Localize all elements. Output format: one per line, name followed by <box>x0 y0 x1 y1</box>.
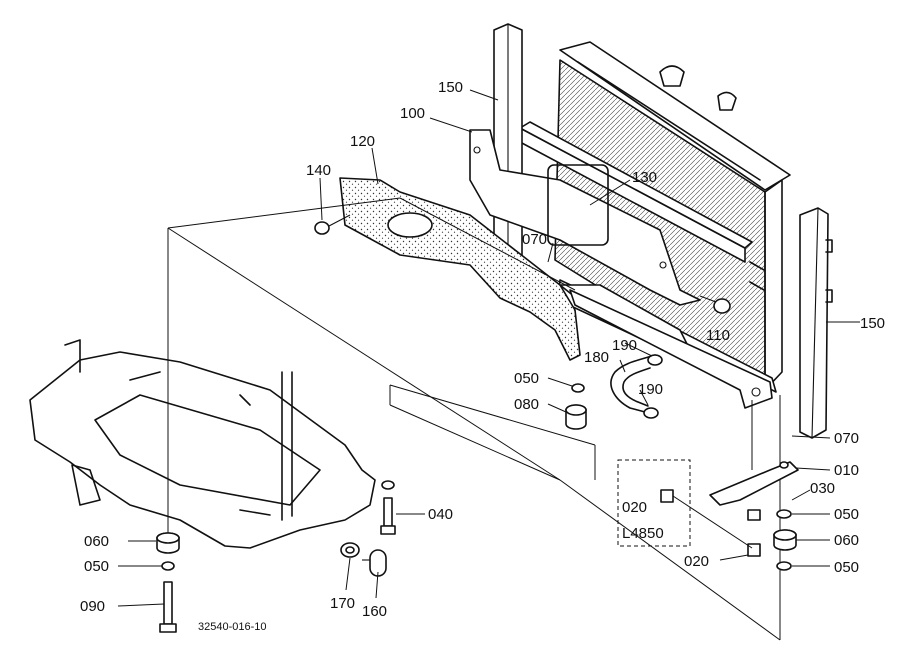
base-plate <box>29 339 376 549</box>
label-050-left: 050 <box>84 558 109 575</box>
label-020: 020 <box>684 553 709 570</box>
label-040: 040 <box>428 506 453 523</box>
cushion-080 <box>565 383 587 430</box>
label-130: 130 <box>632 169 657 186</box>
right-mount-stack <box>773 509 797 571</box>
lower-rail <box>569 289 773 409</box>
label-150-left: 150 <box>438 79 463 96</box>
overflow-hose <box>610 354 663 419</box>
label-140: 140 <box>306 162 331 179</box>
label-160: 160 <box>362 603 387 620</box>
label-050-right-upper: 050 <box>834 506 859 523</box>
rubber-strip-right <box>799 207 833 439</box>
label-180: 180 <box>584 349 609 366</box>
assembly-guides <box>167 197 781 641</box>
bolt-040 <box>380 480 396 535</box>
label-070-top: 070 <box>522 231 547 248</box>
label-060-left: 060 <box>84 533 109 550</box>
pin-160 <box>362 549 387 577</box>
label-120: 120 <box>350 133 375 150</box>
bracket-010 <box>709 461 799 521</box>
label-190-upper: 190 <box>612 337 637 354</box>
label-010: 010 <box>834 462 859 479</box>
label-050-right-lower: 050 <box>834 559 859 576</box>
part-labels: 150 100 120 140 130 070 110 150 190 180 … <box>80 79 885 633</box>
bolt-020 <box>660 489 761 557</box>
shroud-bracket <box>469 129 701 306</box>
bolt-110 <box>699 295 731 314</box>
leader-lines <box>117 89 860 607</box>
label-100: 100 <box>400 105 425 122</box>
label-060-right: 060 <box>834 532 859 549</box>
label-150-right: 150 <box>860 315 885 332</box>
label-030: 030 <box>810 480 835 497</box>
label-090: 090 <box>80 598 105 615</box>
drawing-number: 32540-016-10 <box>198 621 267 633</box>
inset-caption: L4850 <box>622 525 664 542</box>
label-050-center: 050 <box>514 370 539 387</box>
label-190-lower: 190 <box>638 381 663 398</box>
left-mount-stack <box>156 532 180 633</box>
label-070-right: 070 <box>834 430 859 447</box>
label-110: 110 <box>706 327 730 344</box>
inset-box <box>617 459 691 547</box>
label-020-inset: 020 <box>622 499 647 516</box>
grommet-170 <box>340 542 360 558</box>
label-080: 080 <box>514 396 539 413</box>
label-170: 170 <box>330 595 355 612</box>
bolt-140 <box>314 214 351 235</box>
